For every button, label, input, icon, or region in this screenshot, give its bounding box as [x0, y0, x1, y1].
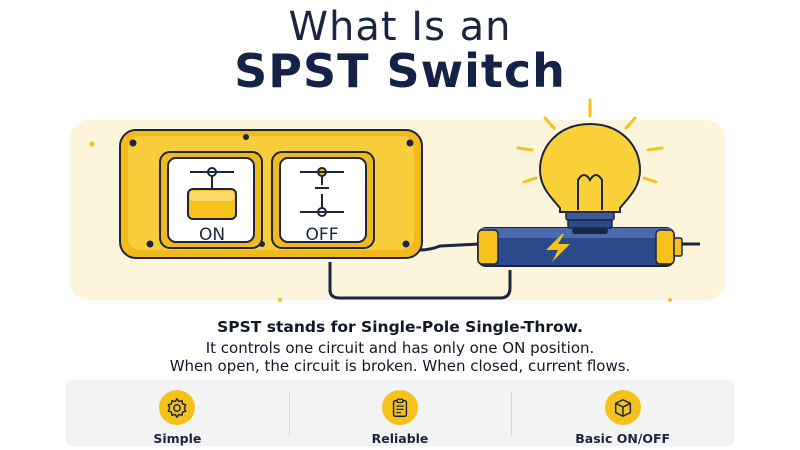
feature-label: Basic ON/OFF	[575, 431, 671, 446]
switch-on-label: ON	[199, 225, 225, 245]
switch-off-label: OFF	[306, 225, 339, 245]
title-line-2: SPST Switch	[234, 44, 566, 98]
caption-line-2: When open, the circuit is broken. When c…	[169, 357, 631, 375]
decorative-dot	[89, 141, 95, 147]
light-bulb	[516, 98, 664, 234]
switch-on	[159, 151, 263, 249]
plate-screw	[129, 139, 137, 147]
decorative-dot	[278, 298, 282, 302]
gear-icon	[159, 390, 196, 425]
feature-label: Simple	[153, 431, 202, 446]
caption-line-1: It controls one circuit and has only one…	[205, 339, 595, 357]
switch-off	[271, 151, 375, 249]
title-line-1: What Is an	[288, 4, 512, 50]
cube-icon	[604, 390, 641, 425]
clipboard-icon	[382, 390, 418, 425]
circuit-illustration: ON OFF	[70, 98, 725, 302]
caption: SPST stands for Single-Pole Single-Throw…	[0, 318, 800, 375]
lightning-bolt-icon	[546, 234, 570, 262]
plate-screw	[243, 134, 249, 140]
wire-bottom	[328, 262, 512, 300]
features-bar: Simple Reliable Basic ON/OF	[66, 380, 734, 446]
plate-screw	[406, 139, 414, 147]
feature-reliable: Reliable	[288, 380, 512, 446]
decorative-dot	[668, 298, 672, 302]
feature-simple: Simple	[66, 380, 289, 446]
caption-heading: SPST stands for Single-Pole Single-Throw…	[217, 318, 583, 336]
feature-basic-on-off: Basic ON/OFF	[511, 380, 734, 446]
plate-screw	[146, 240, 154, 248]
feature-label: Reliable	[371, 431, 429, 446]
plate-screw	[402, 240, 410, 248]
